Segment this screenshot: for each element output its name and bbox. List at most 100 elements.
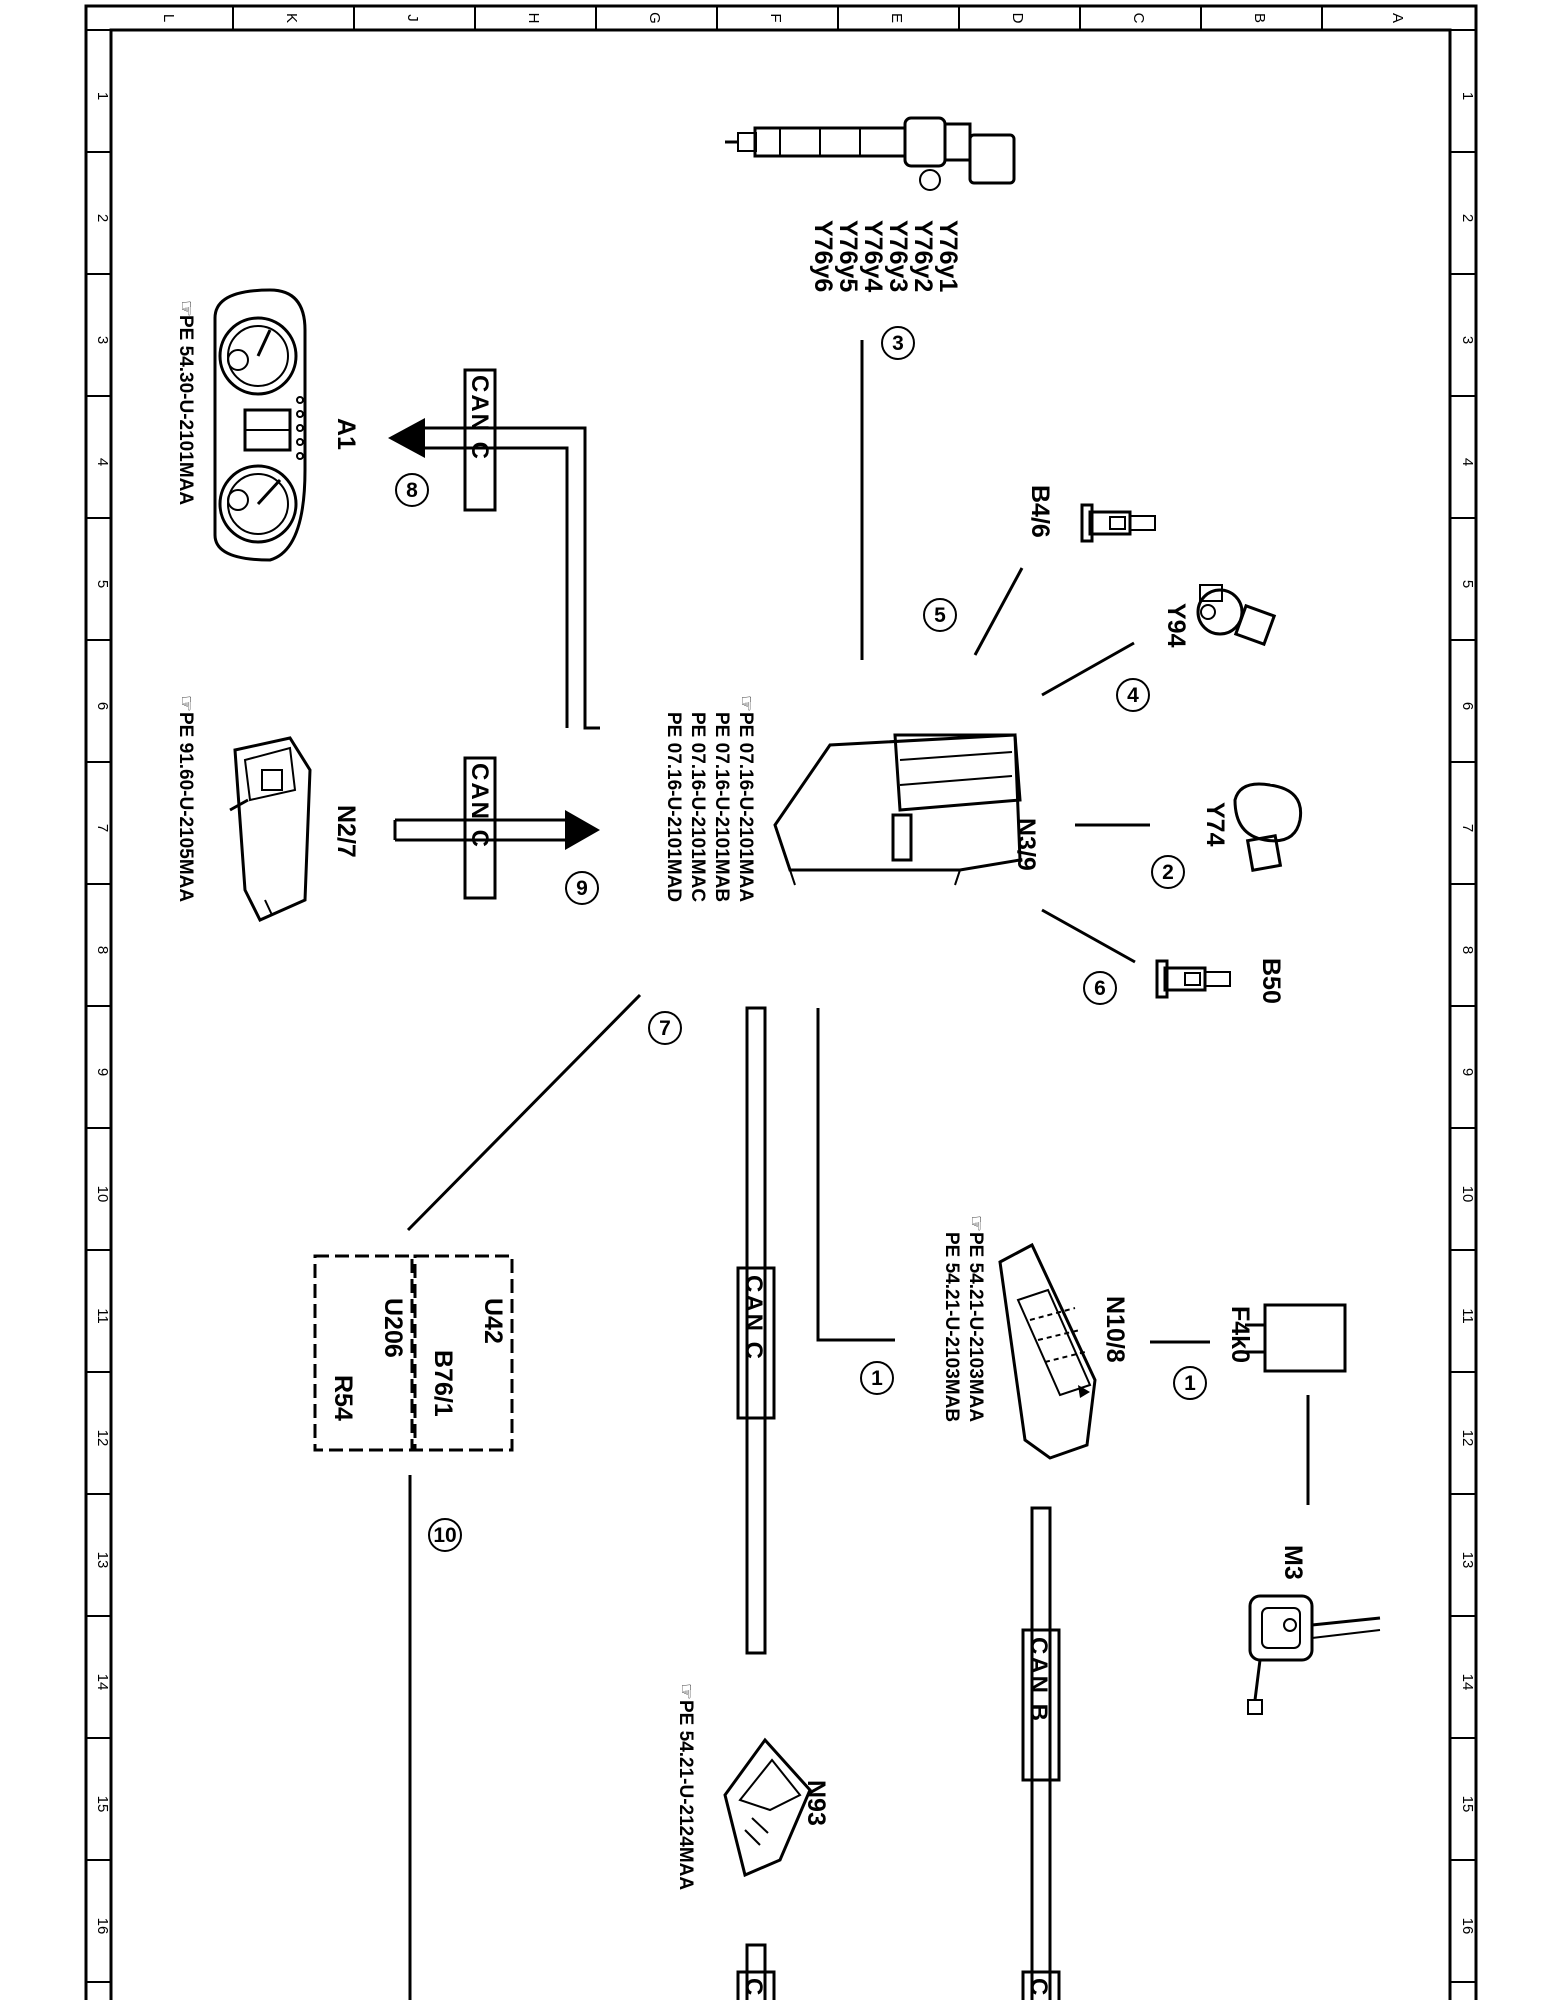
signal-badge-1a: 1 [860,1361,894,1395]
can-c-line-n27: CAN C [393,756,600,900]
control-unit-label: N3/9 [1012,818,1040,871]
injector-label-5: Y76y5 [834,220,862,292]
ruler-letter-e: E [888,13,905,23]
injector-label-1: Y76y1 [934,220,962,292]
can-c-label-a1: CAN C [466,375,493,461]
control-unit-ref-2: PE 07.16-U-2101MAB [711,712,732,902]
ruler-num-right-4: 4 [1459,458,1476,466]
sensor-group-label-r54: R54 [329,1375,357,1421]
signal-badge-9: 9 [565,871,599,905]
quantity-valve-icon [1196,584,1277,647]
ruler-letter-b: B [1251,13,1268,23]
sensor-group-box [313,1254,514,1452]
sensor-group-label-u42: U42 [479,1298,507,1344]
sam-module-icon [998,1242,1097,1460]
ruler-letter-g: G [646,12,663,24]
regulator-valve-label: Y74 [1201,802,1229,847]
ruler-letter-c: C [1130,13,1147,24]
ruler-num-right-16: 16 [1459,1918,1476,1935]
ruler-num-left-4: 4 [94,458,111,466]
can-c-bottom-stub: C [736,1943,776,2000]
ruler-num-right-14: 14 [1459,1674,1476,1691]
right-ruler: 1 2 3 4 5 6 7 8 9 10 11 12 13 14 15 16 [1450,92,1476,1983]
ruler-num-right-7: 7 [1459,824,1476,832]
can-c-label-center: CAN C [740,1275,767,1361]
svg-text:7: 7 [659,1017,671,1040]
svg-text:3: 3 [892,332,904,355]
module-n93-ref: PE 54.21-U-2124MAA [675,1700,696,1890]
signal-badge-5: 5 [923,598,957,632]
control-unit-ref-1: PE 07.16-U-2101MAA [735,712,756,902]
ref-hand-icon-n93: ☞ [675,1683,696,1700]
inner-frame [109,28,1452,2000]
svg-text:1: 1 [1184,1372,1196,1395]
gateway-module-icon [229,736,312,922]
ruler-num-left-13: 13 [94,1552,111,1569]
ruler-num-left-6: 6 [94,702,111,710]
ruler-letter-d: D [1009,13,1026,24]
ref-hand-icon-a1: ☞ [175,300,196,317]
temp-sensor-icon [1155,959,1231,999]
ruler-num-right-1: 1 [1459,92,1476,100]
injector-labels: Y76y1 Y76y2 Y76y3 Y76y4 Y76y5 Y76y6 [809,220,962,292]
signal-badge-1b: 1 [1173,1366,1207,1400]
can-c-bottom-label: C [740,1978,767,1997]
relay-icon [1245,1303,1347,1373]
can-b-vertical-bus: CAN B C [1021,1506,1061,2000]
injector-label-4: Y76y4 [859,220,887,292]
ruler-num-right-6: 6 [1459,702,1476,710]
can-c-label-n27: CAN C [466,763,493,849]
gateway-module-label: N2/7 [332,805,360,858]
svg-text:4: 4 [1127,684,1139,707]
sam-module-ref-1: PE 54.21-U-2103MAA [965,1232,986,1422]
ruler-num-right-12: 12 [1459,1430,1476,1447]
can-c-vertical-bus: CAN C [736,1006,776,1655]
signal-badge-8: 8 [395,473,429,507]
ruler-num-left-5: 5 [94,580,111,588]
ruler-num-right-8: 8 [1459,946,1476,954]
signal-line-5 [973,567,1024,656]
signal-line-7 [406,993,642,1232]
ruler-num-right-15: 15 [1459,1796,1476,1813]
control-unit-ref-4: PE 07.16-U-2101MAD [663,712,684,902]
ruler-letter-h: H [525,13,542,24]
ruler-num-left-15: 15 [94,1796,111,1813]
fan-motor-icon [1247,1594,1381,1715]
ruler-letter-a: A [1389,13,1406,23]
ruler-num-left-1: 1 [94,92,111,100]
ruler-num-left-10: 10 [94,1186,111,1203]
signal-badge-4: 4 [1116,678,1150,712]
ruler-num-left-14: 14 [94,1674,111,1691]
control-unit-icon [773,733,1022,886]
can-c-line-a1: CAN C [388,368,600,730]
ruler-num-left-8: 8 [94,946,111,954]
ruler-num-left-12: 12 [94,1430,111,1447]
sensor-group-label-u206: U206 [379,1298,407,1358]
ruler-num-right-10: 10 [1459,1186,1476,1203]
ref-hand-icon-n39: ☞ [735,695,756,712]
ruler-num-right-11: 11 [1459,1308,1476,1324]
signal-badge-10: 10 [428,1518,462,1552]
instrument-cluster-ref: PE 54.30-U-2101MAA [175,315,196,505]
signal-badge-2: 2 [1151,855,1185,889]
sam-module-label: N10/8 [1101,1296,1129,1363]
injector-label-6: Y76y6 [809,220,837,292]
ruler-num-left-2: 2 [94,214,111,222]
quantity-valve-label: Y94 [1162,603,1190,648]
pressure-sensor-icon [1080,503,1156,543]
sam-module-ref-2: PE 54.21-U-2103MAB [941,1232,962,1422]
pressure-sensor-label: B4/6 [1026,485,1054,538]
signal-badge-7: 7 [648,1011,682,1045]
control-unit-ref-3: PE 07.16-U-2101MAC [687,712,708,902]
injector-label-3: Y76y3 [884,220,912,292]
ruler-num-left-11: 11 [94,1308,111,1324]
instrument-cluster-label: A1 [332,418,360,450]
signal-line-4 [1041,641,1135,697]
injector-label-2: Y76y2 [909,220,937,292]
ruler-letter-l: L [160,14,177,22]
sensor-group-label-b761: B76/1 [429,1350,457,1417]
ruler-num-left-9: 9 [94,1068,111,1076]
can-b-bottom-c-label: C [1025,1978,1052,1997]
regulator-valve-icon [1233,782,1303,872]
